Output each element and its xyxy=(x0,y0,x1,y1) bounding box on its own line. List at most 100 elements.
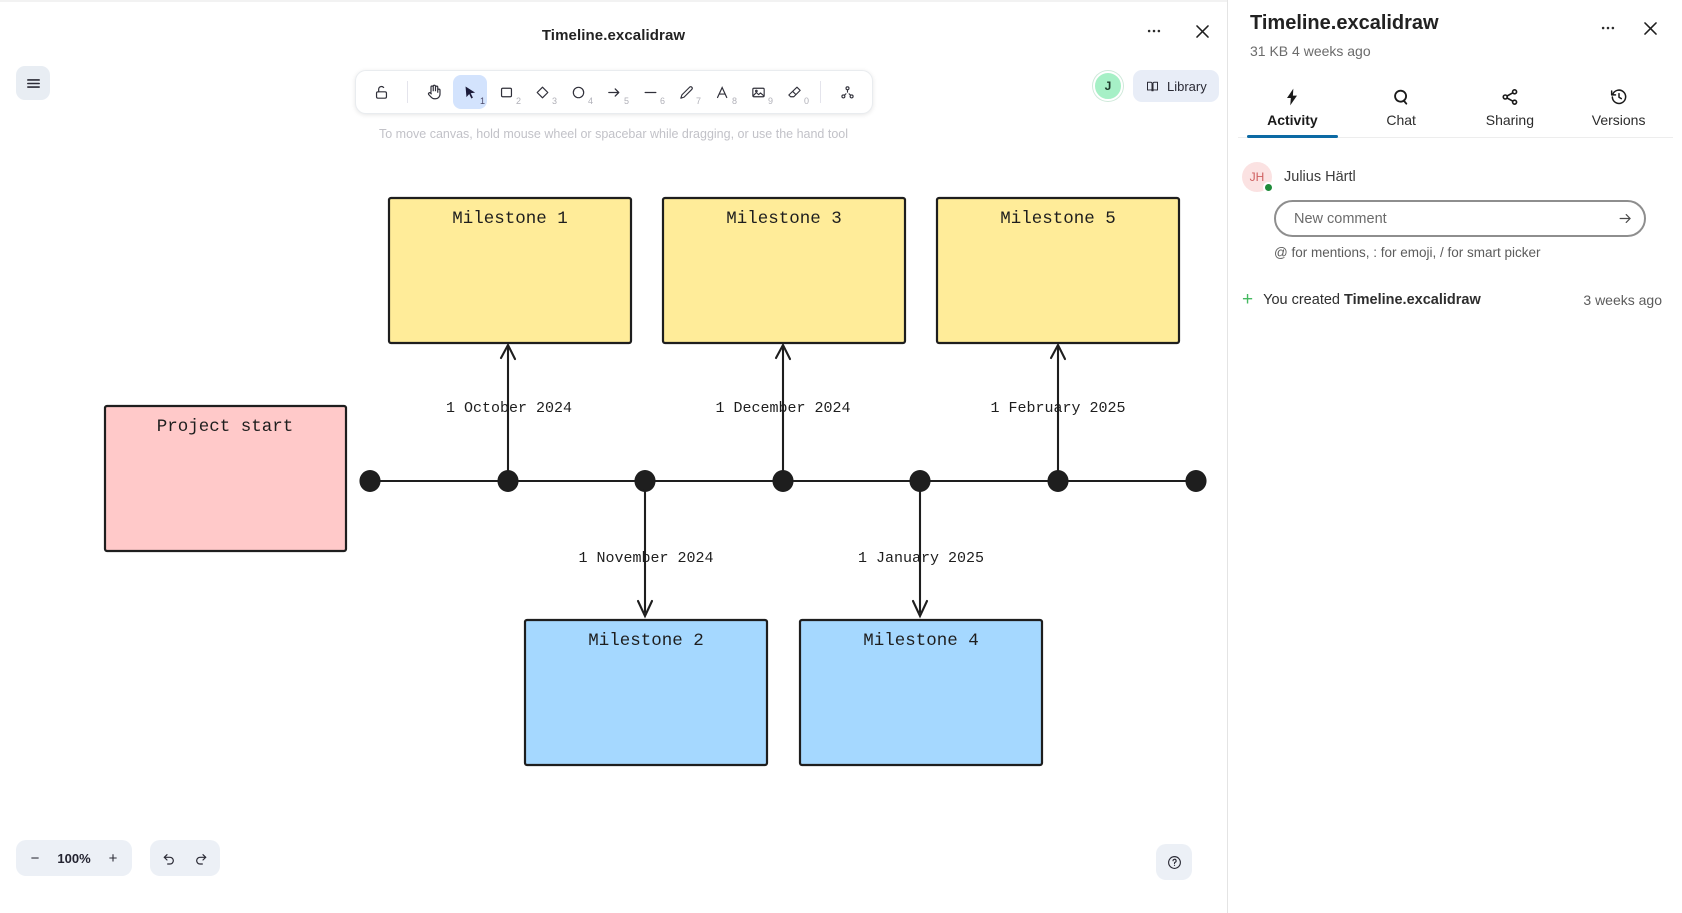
tab-versions-label: Versions xyxy=(1591,112,1646,128)
connector-up-1 xyxy=(499,342,517,477)
line-icon xyxy=(644,91,656,93)
ellipse-tool-shortcut: 4 xyxy=(587,96,593,106)
box-label-project-start: Project start xyxy=(157,417,294,437)
rectangle-tool[interactable]: 2 xyxy=(489,75,523,109)
zoom-level-value[interactable]: 100% xyxy=(57,850,91,866)
box-milestone-2 xyxy=(523,618,769,767)
image-tool-shortcut: 9 xyxy=(767,96,773,106)
help-button[interactable] xyxy=(1156,844,1192,880)
hand-tool[interactable] xyxy=(417,75,451,109)
diamond-tool[interactable]: 3 xyxy=(525,75,559,109)
tab-sharing-label: Sharing xyxy=(1485,112,1534,128)
ellipse-tool[interactable]: 4 xyxy=(561,75,595,109)
question-mark-icon xyxy=(1167,855,1181,869)
comment-author-name: Julius Härtl xyxy=(1284,169,1356,185)
lock-tool[interactable] xyxy=(364,75,398,109)
activity-entry[interactable]: + You created Timeline.excalidraw 3 week… xyxy=(1242,290,1662,309)
connector-down-1 xyxy=(636,485,654,619)
sidebar-tabs: Activity Chat Sharing Versions xyxy=(1238,78,1673,138)
window-more-button[interactable] xyxy=(1137,14,1171,48)
user-avatar[interactable]: J xyxy=(1093,71,1123,101)
share-icon xyxy=(1502,89,1518,105)
lightning-icon xyxy=(1287,88,1298,106)
arrow-tool[interactable]: 5 xyxy=(597,75,631,109)
tab-chat[interactable]: Chat xyxy=(1347,78,1456,137)
lock-icon xyxy=(375,85,387,99)
new-comment-input[interactable] xyxy=(1292,209,1612,228)
drawing-canvas[interactable]: Project start Milestone 1 Milestone 3 Mi… xyxy=(0,0,1227,913)
new-comment-section: @ for mentions, : for emoji, / for smart… xyxy=(1274,200,1646,260)
plus-icon: + xyxy=(1242,289,1254,310)
box-label-milestone-4: Milestone 4 xyxy=(863,631,979,651)
text-icon xyxy=(716,85,727,98)
toolbar-divider xyxy=(407,81,408,103)
arrow-right-icon xyxy=(1619,214,1631,223)
comment-author-row: JH Julius Härtl xyxy=(1242,162,1356,193)
line-tool-shortcut: 6 xyxy=(659,96,665,106)
file-details-sidebar: Timeline.excalidraw 31 KB 4 weeks ago Ac… xyxy=(1227,0,1682,913)
box-milestone-3 xyxy=(661,196,907,345)
draw-tool-shortcut: 7 xyxy=(695,96,701,106)
line-tool[interactable]: 6 xyxy=(633,75,667,109)
window-title: Timeline.excalidraw xyxy=(541,27,686,44)
tab-sharing[interactable]: Sharing xyxy=(1456,78,1565,137)
toolbar-divider-2 xyxy=(820,81,821,103)
tab-activity[interactable]: Activity xyxy=(1238,78,1347,138)
activity-entry-time: 3 weeks ago xyxy=(1583,291,1662,308)
tab-chat-label: Chat xyxy=(1386,112,1416,128)
window-top-divider xyxy=(0,0,1227,2)
box-label-milestone-5: Milestone 5 xyxy=(1000,209,1116,229)
box-label-milestone-3: Milestone 3 xyxy=(726,209,842,229)
eraser-tool[interactable]: 0 xyxy=(777,75,811,109)
date-label-above-1: 1 October 2024 xyxy=(446,400,572,417)
library-button[interactable]: Library xyxy=(1133,70,1219,102)
rectangle-tool-shortcut: 2 xyxy=(515,96,521,106)
image-icon xyxy=(751,87,765,97)
selection-tool-shortcut: 1 xyxy=(479,96,485,106)
ellipsis-icon xyxy=(1147,29,1161,33)
activity-entry-prefix: You created xyxy=(1263,291,1344,308)
selection-tool[interactable]: 1 xyxy=(453,75,487,109)
timeline-node xyxy=(1185,469,1207,493)
redo-icon xyxy=(196,854,207,865)
selection-icon xyxy=(465,85,475,98)
frame-tools-icon xyxy=(840,85,854,98)
library-button-label: Library xyxy=(1167,78,1207,94)
date-label-above-2: 1 December 2024 xyxy=(715,400,850,417)
text-tool-shortcut: 8 xyxy=(731,96,737,106)
window-close-button[interactable] xyxy=(1185,14,1219,48)
history-controls xyxy=(150,840,220,876)
sidebar-close-button[interactable] xyxy=(1634,12,1666,44)
draw-tool[interactable]: 7 xyxy=(669,75,703,109)
sidebar-more-button[interactable] xyxy=(1592,12,1624,44)
close-icon xyxy=(1195,24,1209,38)
text-tool[interactable]: 8 xyxy=(705,75,739,109)
canvas-hint-text: To move canvas, hold mouse wheel or spac… xyxy=(378,127,849,141)
submit-comment-button[interactable] xyxy=(1612,206,1638,232)
hamburger-menu-icon xyxy=(26,78,40,88)
box-label-milestone-1: Milestone 1 xyxy=(452,209,568,229)
draw-icon xyxy=(679,85,693,99)
canvas-menu-button[interactable] xyxy=(16,66,50,100)
zoom-in-button[interactable]: + xyxy=(108,849,118,867)
undo-icon xyxy=(163,854,174,865)
zoom-out-button[interactable]: − xyxy=(30,849,40,867)
ellipse-icon xyxy=(572,86,584,98)
history-icon xyxy=(1610,89,1627,105)
extra-tools-button[interactable] xyxy=(830,75,864,109)
image-tool[interactable]: 9 xyxy=(741,75,775,109)
undo-button[interactable] xyxy=(154,843,184,873)
zoom-controls: − 100% + xyxy=(16,840,132,876)
comment-help-text: @ for mentions, : for emoji, / for smart… xyxy=(1274,245,1541,260)
new-comment-box[interactable] xyxy=(1274,200,1646,237)
box-milestone-5 xyxy=(935,196,1181,345)
ellipsis-icon xyxy=(1601,26,1615,30)
redo-button[interactable] xyxy=(186,843,216,873)
sidebar-file-title: Timeline.excalidraw xyxy=(1250,12,1439,34)
tab-versions[interactable]: Versions xyxy=(1564,78,1673,137)
box-milestone-1 xyxy=(387,196,633,345)
avatar[interactable]: JH xyxy=(1242,162,1274,193)
tab-activity-label: Activity xyxy=(1267,112,1318,128)
close-icon xyxy=(1643,21,1657,35)
